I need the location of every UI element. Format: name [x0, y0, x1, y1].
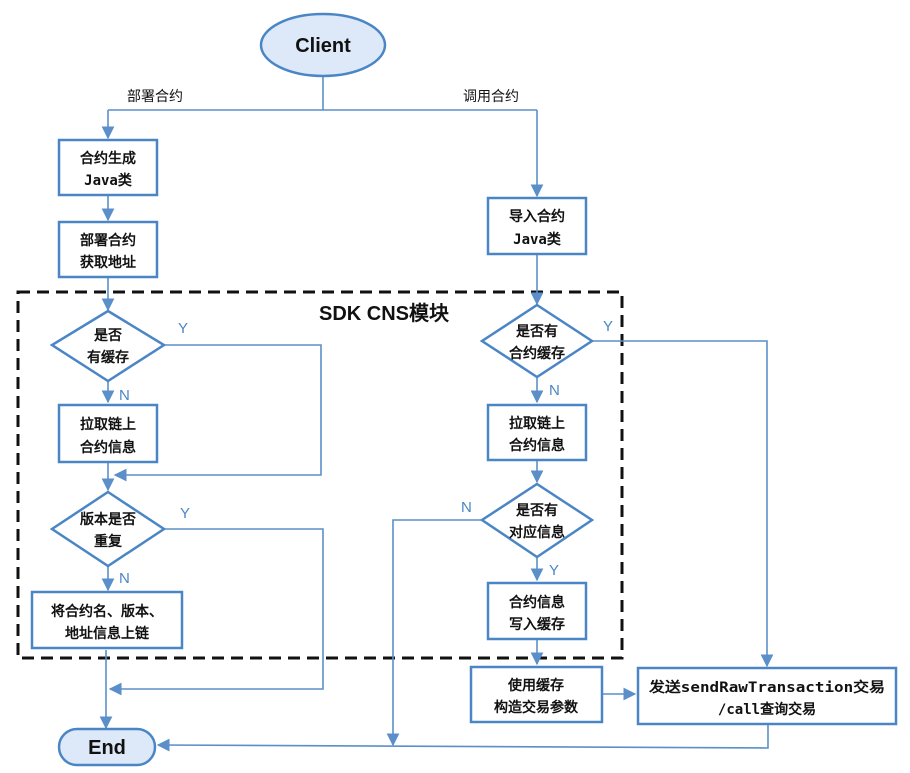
label-no: N [549, 382, 560, 399]
edge-rcache-yes [592, 340, 774, 668]
label-yes: Y [180, 505, 190, 522]
import-java-line1: 导入合约 [509, 208, 565, 225]
has-info-line1: 是否有 [516, 502, 558, 519]
client-label: Client [295, 35, 351, 57]
upload-line2: 地址信息上链 [65, 625, 150, 642]
edge-send-to-end [156, 724, 769, 752]
sdk-cns-module-border [16, 290, 624, 660]
version-dup-line1: 版本是否 [80, 511, 136, 528]
end-node [57, 727, 157, 767]
edge-info-no [386, 519, 481, 747]
write-cache-box [486, 581, 588, 641]
end-label: End [88, 737, 126, 759]
build-params-line1: 使用缓存 [507, 677, 564, 694]
fetch-right-box [486, 403, 588, 462]
label-no: N [461, 499, 472, 516]
send-tx-line2: /call查询交易 [718, 701, 816, 718]
version-dup-diamond [49, 490, 167, 568]
gen-java-line2: Java类 [84, 172, 133, 189]
fetch-right-line1: 拉取链上 [509, 415, 565, 432]
deploy-line1: 部署合约 [80, 232, 136, 249]
label-yes: Y [603, 318, 613, 335]
upload-line1: 将合约名、版本、 [51, 603, 163, 620]
send-tx-box [636, 666, 898, 726]
has-cache-right-diamond [479, 303, 595, 379]
label-yes: Y [178, 320, 188, 337]
deploy-line2: 获取地址 [80, 254, 136, 271]
write-cache-line2: 写入缓存 [509, 616, 565, 633]
has-info-line2: 对应信息 [509, 524, 565, 541]
fetch-left-box [57, 403, 159, 464]
import-java-line2: Java类 [513, 231, 562, 248]
fetch-left-line1: 拉取链上 [80, 416, 136, 433]
client-node [259, 12, 387, 78]
build-params-line2: 构造交易参数 [494, 699, 579, 716]
label-no: N [119, 387, 130, 404]
upload-box [30, 590, 184, 650]
version-dup-line2: 重复 [94, 533, 123, 550]
gen-java-line1: 合约生成 [80, 150, 136, 167]
has-cache-right-line1: 是否有 [516, 323, 558, 340]
build-params-box [469, 665, 604, 724]
label-yes: Y [549, 562, 559, 579]
edge-cache-yes [113, 344, 322, 482]
label-invoke: 调用合约 [463, 89, 519, 105]
label-deploy: 部署合约 [127, 89, 183, 105]
has-cache-left-diamond [49, 309, 167, 383]
has-cache-left-line1: 是否 [94, 328, 122, 344]
label-no: N [119, 570, 130, 587]
has-cache-right-line2: 合约缓存 [509, 345, 565, 362]
send-tx-line1: 发送sendRawTransaction交易 [648, 679, 885, 696]
fetch-right-line2: 合约信息 [509, 437, 565, 454]
write-cache-line1: 合约信息 [509, 594, 565, 611]
has-cache-left-line2: 有缓存 [87, 349, 129, 366]
has-info-diamond [479, 482, 595, 559]
deploy-box [57, 220, 159, 279]
module-title: SDK CNS模块 [319, 301, 450, 325]
edge-version-yes [108, 528, 324, 696]
fetch-left-line2: 合约信息 [80, 439, 136, 456]
import-java-box [486, 196, 588, 256]
gen-java-box [57, 138, 159, 197]
